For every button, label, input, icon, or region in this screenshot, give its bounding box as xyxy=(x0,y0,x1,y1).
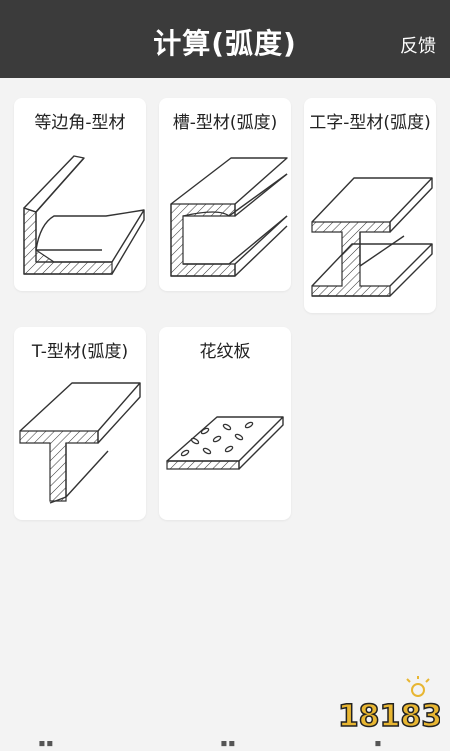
card-label: 等边角-型材 xyxy=(34,113,126,133)
channel-profile-icon xyxy=(170,157,288,277)
equal-angle-profile-icon xyxy=(23,155,145,275)
card-channel[interactable]: 槽-型材(弧度) xyxy=(159,98,291,291)
card-label: 工字-型材(弧度) xyxy=(309,113,431,133)
t-profile-icon xyxy=(19,382,141,504)
card-label: T-型材(弧度) xyxy=(31,342,129,362)
card-checker-plate[interactable]: 花纹板 xyxy=(159,327,291,520)
i-beam-profile-icon xyxy=(311,177,433,297)
calculator-icon[interactable]: ▪▪ xyxy=(220,736,236,751)
card-equal-angle[interactable]: 等边角-型材 xyxy=(14,98,146,291)
checker-plate-icon xyxy=(166,416,284,470)
card-t-profile[interactable]: T-型材(弧度) xyxy=(14,327,146,520)
calculator-icon[interactable]: ▪▪ xyxy=(38,736,54,751)
svg-text:18183: 18183 xyxy=(340,699,440,734)
bottom-navigation: ▪▪ ▪▪ ▪ xyxy=(0,736,450,751)
app-header: 计算(弧度) 反馈 xyxy=(0,0,450,78)
page-title: 计算(弧度) xyxy=(153,27,297,60)
card-label: 花纹板 xyxy=(199,342,251,362)
card-i-beam[interactable]: 工字-型材(弧度) xyxy=(304,98,436,313)
feedback-button[interactable]: 反馈 xyxy=(400,36,436,57)
info-icon[interactable]: ▪ xyxy=(374,736,382,751)
card-label: 槽-型材(弧度) xyxy=(172,113,278,133)
watermark-logo: 18183 xyxy=(337,676,443,736)
